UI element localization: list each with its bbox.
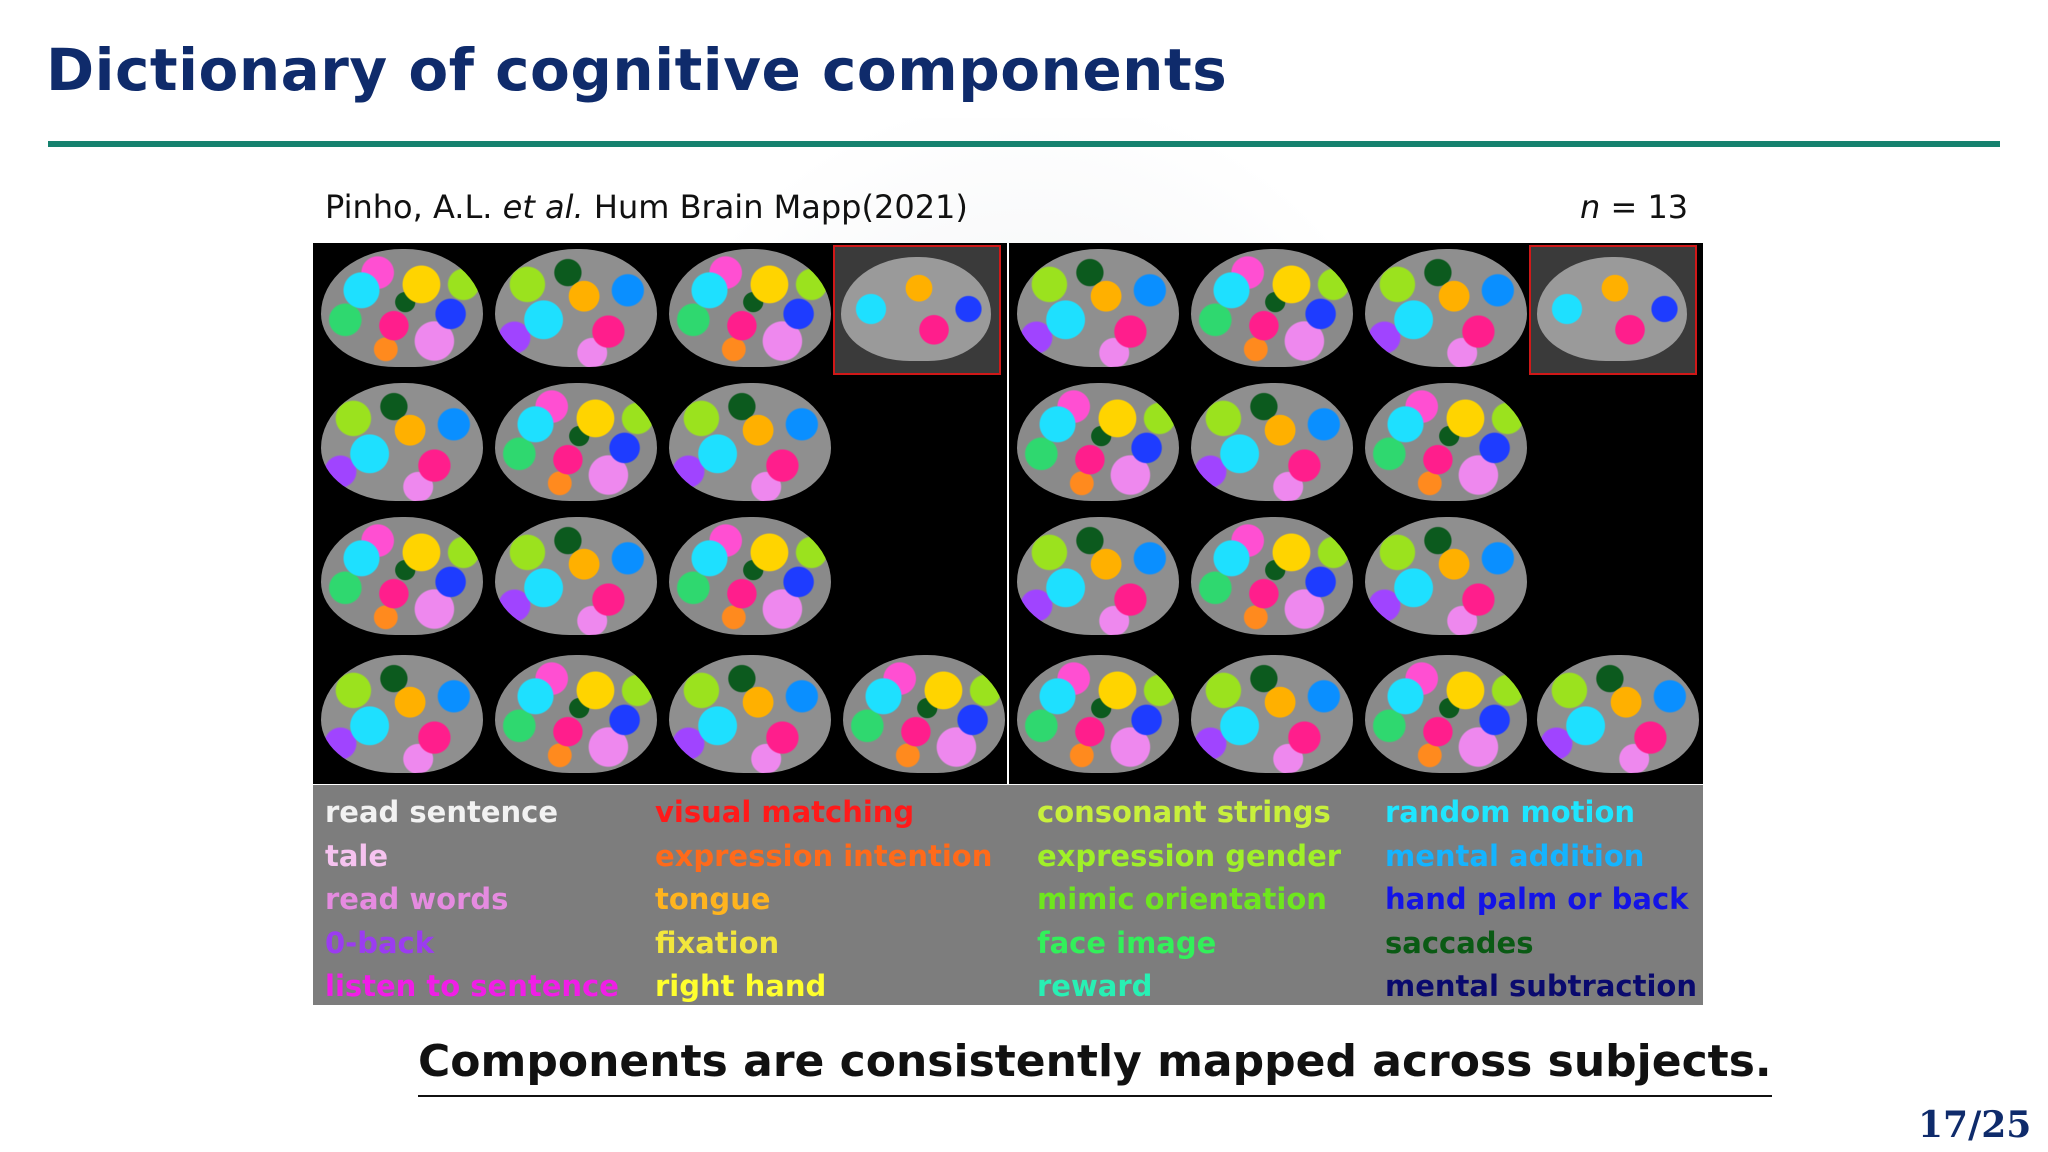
brain-map-left-r3c2 bbox=[495, 517, 657, 635]
brain-map-right-r2c1 bbox=[1017, 383, 1179, 501]
brain-map-left-r4c2 bbox=[495, 655, 657, 773]
sample-size: n = 13 bbox=[1580, 188, 1688, 226]
panel-divider bbox=[1007, 243, 1009, 784]
legend-column-1: read sentence tale read words 0-back lis… bbox=[325, 791, 619, 1009]
page-number: 17/25 bbox=[1918, 1104, 2032, 1146]
brain-maps-figure bbox=[313, 243, 1703, 784]
brain-map-right-r2c3 bbox=[1365, 383, 1527, 501]
legend-item: reward bbox=[1037, 969, 1153, 1003]
brain-map-right-r4c1 bbox=[1017, 655, 1179, 773]
legend-item: consonant strings bbox=[1037, 795, 1331, 829]
brain-map-left-r4c1 bbox=[321, 655, 483, 773]
brain-map-right-r3c1 bbox=[1017, 517, 1179, 635]
brain-map-right-r4c3 bbox=[1365, 655, 1527, 773]
legend-item: random motion bbox=[1385, 795, 1636, 829]
citation-journal: Hum Brain Mapp(2021) bbox=[593, 188, 968, 226]
citation-etal: et al. bbox=[502, 188, 584, 226]
legend-item: 0-back bbox=[325, 925, 435, 960]
brain-map-left-r1c3 bbox=[669, 249, 831, 367]
brain-map-left-r1c2 bbox=[495, 249, 657, 367]
legend-item: face image bbox=[1037, 925, 1217, 960]
brain-map-right-r1c4 bbox=[1537, 257, 1687, 361]
legend-item: read sentence bbox=[325, 795, 559, 829]
legend-column-2: visual matching expression intention ton… bbox=[655, 791, 992, 1009]
citation: Pinho, A.L. et al. Hum Brain Mapp(2021) bbox=[325, 188, 968, 226]
citation-authors: Pinho, A.L. bbox=[325, 188, 493, 226]
brain-map-right-r1c2 bbox=[1191, 249, 1353, 367]
slide-title: Dictionary of cognitive components bbox=[46, 36, 1228, 104]
title-rule bbox=[48, 141, 2000, 147]
legend-item: right hand bbox=[655, 969, 827, 1003]
sample-size-value: = 13 bbox=[1600, 188, 1689, 226]
brain-map-left-r1c1 bbox=[321, 249, 483, 367]
legend-item: mimic orientation bbox=[1037, 882, 1327, 916]
legend-item: expression intention bbox=[655, 838, 993, 873]
brain-map-right-r2c2 bbox=[1191, 383, 1353, 501]
brain-map-right-r4c4 bbox=[1537, 655, 1699, 773]
brain-map-right-r4c2 bbox=[1191, 655, 1353, 773]
legend-column-3: consonant strings expression gender mimi… bbox=[1037, 791, 1341, 1009]
highlighted-brain-right bbox=[1529, 245, 1697, 375]
brain-map-right-r3c2 bbox=[1191, 517, 1353, 635]
legend-item: tale bbox=[325, 838, 389, 873]
brain-map-left-r4c4 bbox=[843, 655, 1005, 773]
brain-map-left-r3c1 bbox=[321, 517, 483, 635]
legend-item: expression gender bbox=[1037, 838, 1342, 873]
sample-size-var: n bbox=[1580, 188, 1601, 226]
legend-item: listen to sentence bbox=[325, 969, 619, 1003]
legend-item: saccades bbox=[1385, 925, 1534, 960]
brain-map-left-r4c3 bbox=[669, 655, 831, 773]
brain-map-left-r2c1 bbox=[321, 383, 483, 501]
brain-map-left-r2c3 bbox=[669, 383, 831, 501]
legend-item: mental subtraction bbox=[1385, 969, 1697, 1003]
legend-column-4: random motion mental addition hand palm … bbox=[1385, 791, 1697, 1009]
legend-item: visual matching bbox=[655, 795, 915, 829]
conclusion-text: Components are consistently mapped acros… bbox=[418, 1036, 1772, 1097]
legend-item: fixation bbox=[655, 925, 780, 960]
brain-map-right-r3c3 bbox=[1365, 517, 1527, 635]
brain-map-right-r1c1 bbox=[1017, 249, 1179, 367]
legend-item: read words bbox=[325, 882, 509, 916]
brain-map-right-r1c3 bbox=[1365, 249, 1527, 367]
legend-item: hand palm or back bbox=[1385, 882, 1689, 916]
brain-map-left-r2c2 bbox=[495, 383, 657, 501]
highlighted-brain-left bbox=[833, 245, 1001, 375]
brain-map-left-r1c4 bbox=[841, 257, 991, 361]
component-legend: read sentence tale read words 0-back lis… bbox=[313, 785, 1703, 1005]
legend-item: tongue bbox=[655, 882, 771, 916]
legend-item: mental addition bbox=[1385, 838, 1645, 873]
brain-map-left-r3c3 bbox=[669, 517, 831, 635]
